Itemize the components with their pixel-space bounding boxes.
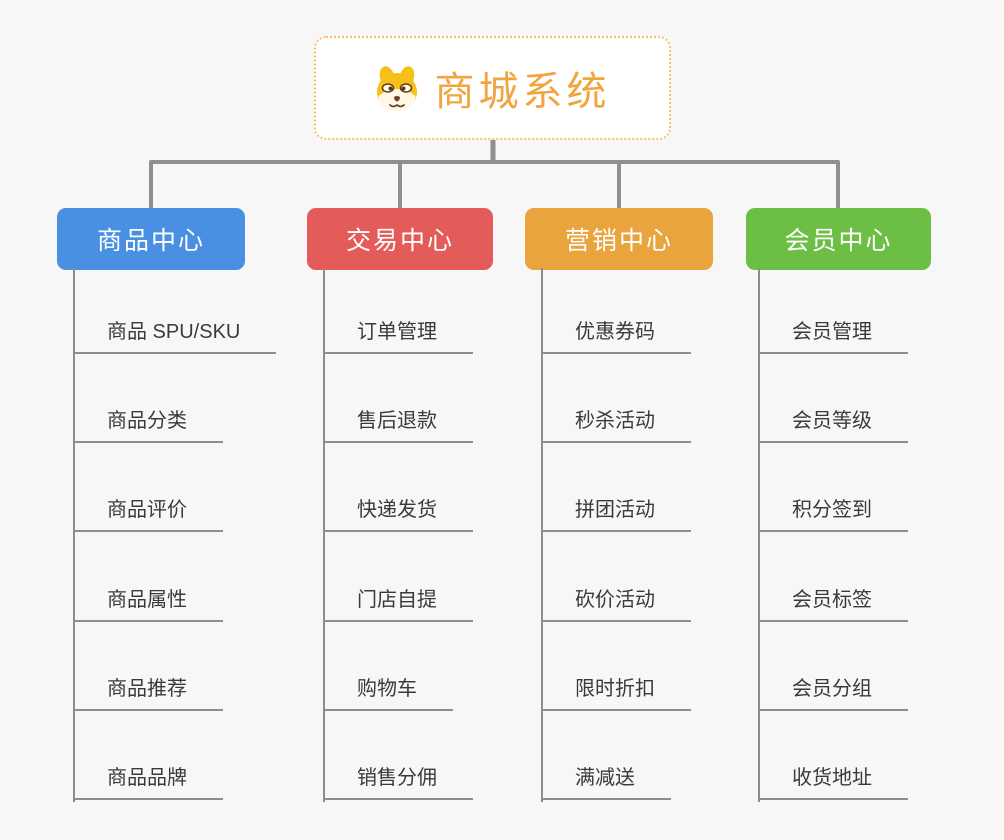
leaf-node[interactable]: 限时折扣	[541, 622, 691, 711]
branch-node-product-center[interactable]: 商品中心	[57, 208, 245, 270]
leaf-node[interactable]: 满减送	[541, 711, 691, 800]
leaf-node[interactable]: 会员管理	[758, 265, 908, 354]
leaf-node[interactable]: 拼团活动	[541, 443, 691, 533]
leaf-node[interactable]: 商品属性	[73, 532, 276, 622]
branch-children-line	[73, 268, 75, 802]
leaf-node-label[interactable]: 订单管理	[323, 319, 473, 354]
branch-node-marketing-center[interactable]: 营销中心	[525, 208, 713, 270]
branch-children-line	[323, 268, 325, 802]
leaf-node-label[interactable]: 销售分佣	[323, 765, 473, 800]
leaf-node-label[interactable]: 会员管理	[758, 319, 908, 354]
leaf-node-label[interactable]: 会员分组	[758, 676, 908, 711]
leaf-node[interactable]: 商品 SPU/SKU	[73, 265, 277, 354]
leaf-node[interactable]: 订单管理	[323, 265, 473, 354]
branch-children-product-center: 商品 SPU/SKU 商品分类 商品评价 商品属性 商品推荐 商品品牌	[73, 265, 277, 800]
leaf-node-label[interactable]: 购物车	[323, 676, 453, 711]
leaf-node-label[interactable]: 会员标签	[758, 587, 908, 622]
leaf-node[interactable]: 会员标签	[758, 532, 908, 622]
leaf-node-label[interactable]: 限时折扣	[541, 676, 691, 711]
leaf-node[interactable]: 快递发货	[323, 443, 473, 533]
leaf-node-label[interactable]: 商品 SPU/SKU	[73, 319, 277, 354]
leaf-node[interactable]: 砍价活动	[541, 532, 691, 622]
leaf-node[interactable]: 商品品牌	[73, 711, 276, 800]
leaf-node[interactable]: 收货地址	[758, 711, 908, 800]
leaf-node[interactable]: 积分签到	[758, 443, 908, 533]
leaf-node[interactable]: 销售分佣	[323, 711, 473, 800]
leaf-node-label[interactable]: 砍价活动	[541, 587, 691, 622]
dog-mascot-icon	[376, 66, 417, 111]
leaf-node[interactable]: 会员分组	[758, 622, 908, 711]
branch-label: 会员中心	[784, 227, 893, 255]
root-node[interactable]: 商城系统	[314, 36, 671, 140]
branch-label: 商品中心	[96, 227, 205, 255]
leaf-node-label[interactable]: 商品属性	[73, 587, 223, 622]
leaf-node[interactable]: 购物车	[323, 622, 473, 711]
branch-node-member-center[interactable]: 会员中心	[746, 208, 931, 270]
leaf-node[interactable]: 商品分类	[73, 354, 276, 444]
leaf-node-label[interactable]: 拼团活动	[541, 497, 691, 533]
leaf-node-label[interactable]: 秒杀活动	[541, 408, 691, 444]
leaf-node-label[interactable]: 收货地址	[758, 765, 908, 800]
leaf-node-label[interactable]: 商品推荐	[73, 676, 223, 711]
root-title: 商城系统	[434, 70, 611, 114]
leaf-node[interactable]: 商品推荐	[73, 622, 276, 711]
branch-label: 营销中心	[564, 227, 673, 255]
leaf-node-label[interactable]: 快递发货	[323, 497, 473, 533]
leaf-node[interactable]: 秒杀活动	[541, 354, 691, 444]
branch-children-trade-center: 订单管理 售后退款 快递发货 门店自提 购物车 销售分佣	[323, 265, 473, 800]
branch-label: 交易中心	[345, 227, 454, 255]
branch-children-line	[758, 268, 760, 802]
leaf-node[interactable]: 商品评价	[73, 443, 276, 533]
leaf-node-label[interactable]: 积分签到	[758, 497, 908, 533]
branch-children-line	[541, 268, 543, 802]
leaf-node[interactable]: 售后退款	[323, 354, 473, 444]
leaf-node-label[interactable]: 商品品牌	[73, 765, 223, 800]
branch-node-trade-center[interactable]: 交易中心	[307, 208, 493, 270]
leaf-node-label[interactable]: 满减送	[541, 765, 671, 800]
leaf-node-label[interactable]: 优惠券码	[541, 319, 691, 354]
leaf-node[interactable]: 会员等级	[758, 354, 908, 444]
branch-children-marketing-center: 优惠券码 秒杀活动 拼团活动 砍价活动 限时折扣 满减送	[541, 265, 691, 800]
leaf-node-label[interactable]: 商品评价	[73, 497, 223, 533]
branch-children-member-center: 会员管理 会员等级 积分签到 会员标签 会员分组 收货地址	[758, 265, 908, 800]
leaf-node[interactable]: 门店自提	[323, 532, 473, 622]
leaf-node[interactable]: 优惠券码	[541, 265, 691, 354]
leaf-node-label[interactable]: 门店自提	[323, 587, 473, 622]
leaf-node-label[interactable]: 商品分类	[73, 408, 223, 444]
leaf-node-label[interactable]: 售后退款	[323, 408, 473, 444]
leaf-node-label[interactable]: 会员等级	[758, 408, 908, 444]
